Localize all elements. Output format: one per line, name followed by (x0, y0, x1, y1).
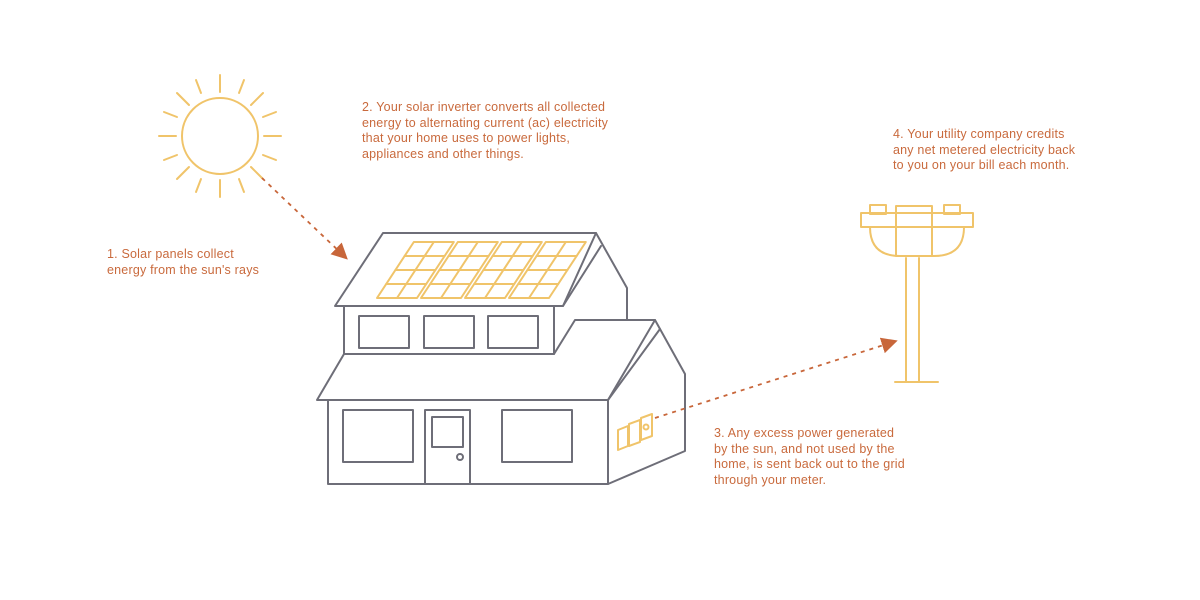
arrow-icon (654, 337, 898, 419)
solar-panel-module (420, 241, 499, 299)
solar-panel-module (376, 241, 455, 299)
solar-panel-module (508, 241, 587, 299)
step-3-text: 3. Any excess power generated by the sun… (714, 426, 905, 487)
solar-panel-icon (376, 241, 587, 299)
step-1-text: 1. Solar panels collect energy from the … (107, 247, 260, 277)
meter-icon (617, 413, 653, 451)
house-icon (316, 232, 686, 485)
step-4-text: 4. Your utility company credits any net … (893, 127, 1076, 172)
arrow-icon (261, 177, 348, 260)
sun-icon (158, 74, 282, 198)
utility-pole-icon (860, 204, 974, 383)
solar-panel-module (464, 241, 543, 299)
step-2-text: 2. Your solar inverter converts all coll… (362, 100, 609, 161)
